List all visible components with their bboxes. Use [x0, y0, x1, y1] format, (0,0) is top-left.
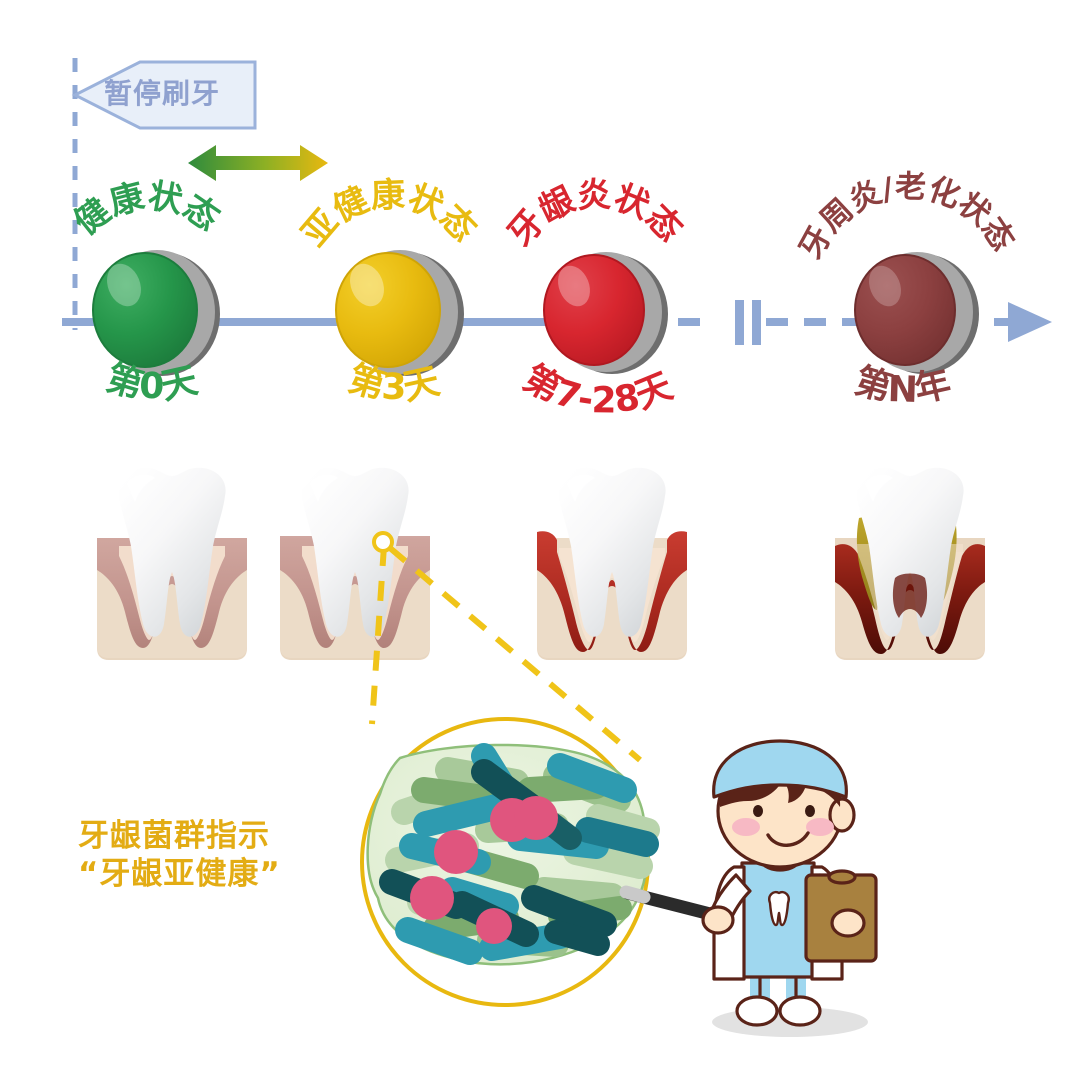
timeline-section: 健康状态 亚健康状态 牙龈炎状态 牙周炎/老化状态 第0天 第3天 第7-28天: [62, 58, 1052, 422]
callout-caption: 牙龈菌群指示 “牙龈亚健康”: [78, 818, 281, 894]
tooth-periodontitis: [835, 467, 985, 660]
tooth-gingivitis: [537, 467, 687, 660]
axis-break-symbol: [735, 300, 761, 345]
gingival-margin-anchor-icon: [372, 531, 394, 553]
reversible-transition-arrow: [188, 145, 328, 181]
stage-marker-sub-healthy[interactable]: [335, 250, 464, 376]
caption-line-1: 牙龈菌群指示: [78, 818, 270, 854]
stage-marker-gingivitis[interactable]: [543, 252, 668, 374]
callout-line-left: [369, 545, 387, 725]
pause-brushing-banner: [71, 60, 257, 130]
callout-line-right: [388, 545, 642, 763]
tooth-healthy: [97, 467, 247, 660]
timeline-arrowhead-icon: [1008, 302, 1052, 342]
caption-line-2: “牙龈亚健康”: [78, 855, 281, 892]
cartoon-dentist: [619, 739, 878, 1037]
pause-brushing-label: 暂停刷牙: [104, 77, 221, 110]
stage-marker-periodontitis[interactable]: [854, 252, 979, 374]
stage-marker-healthy[interactable]: [92, 250, 220, 376]
bacteria-cocci: [410, 796, 558, 944]
